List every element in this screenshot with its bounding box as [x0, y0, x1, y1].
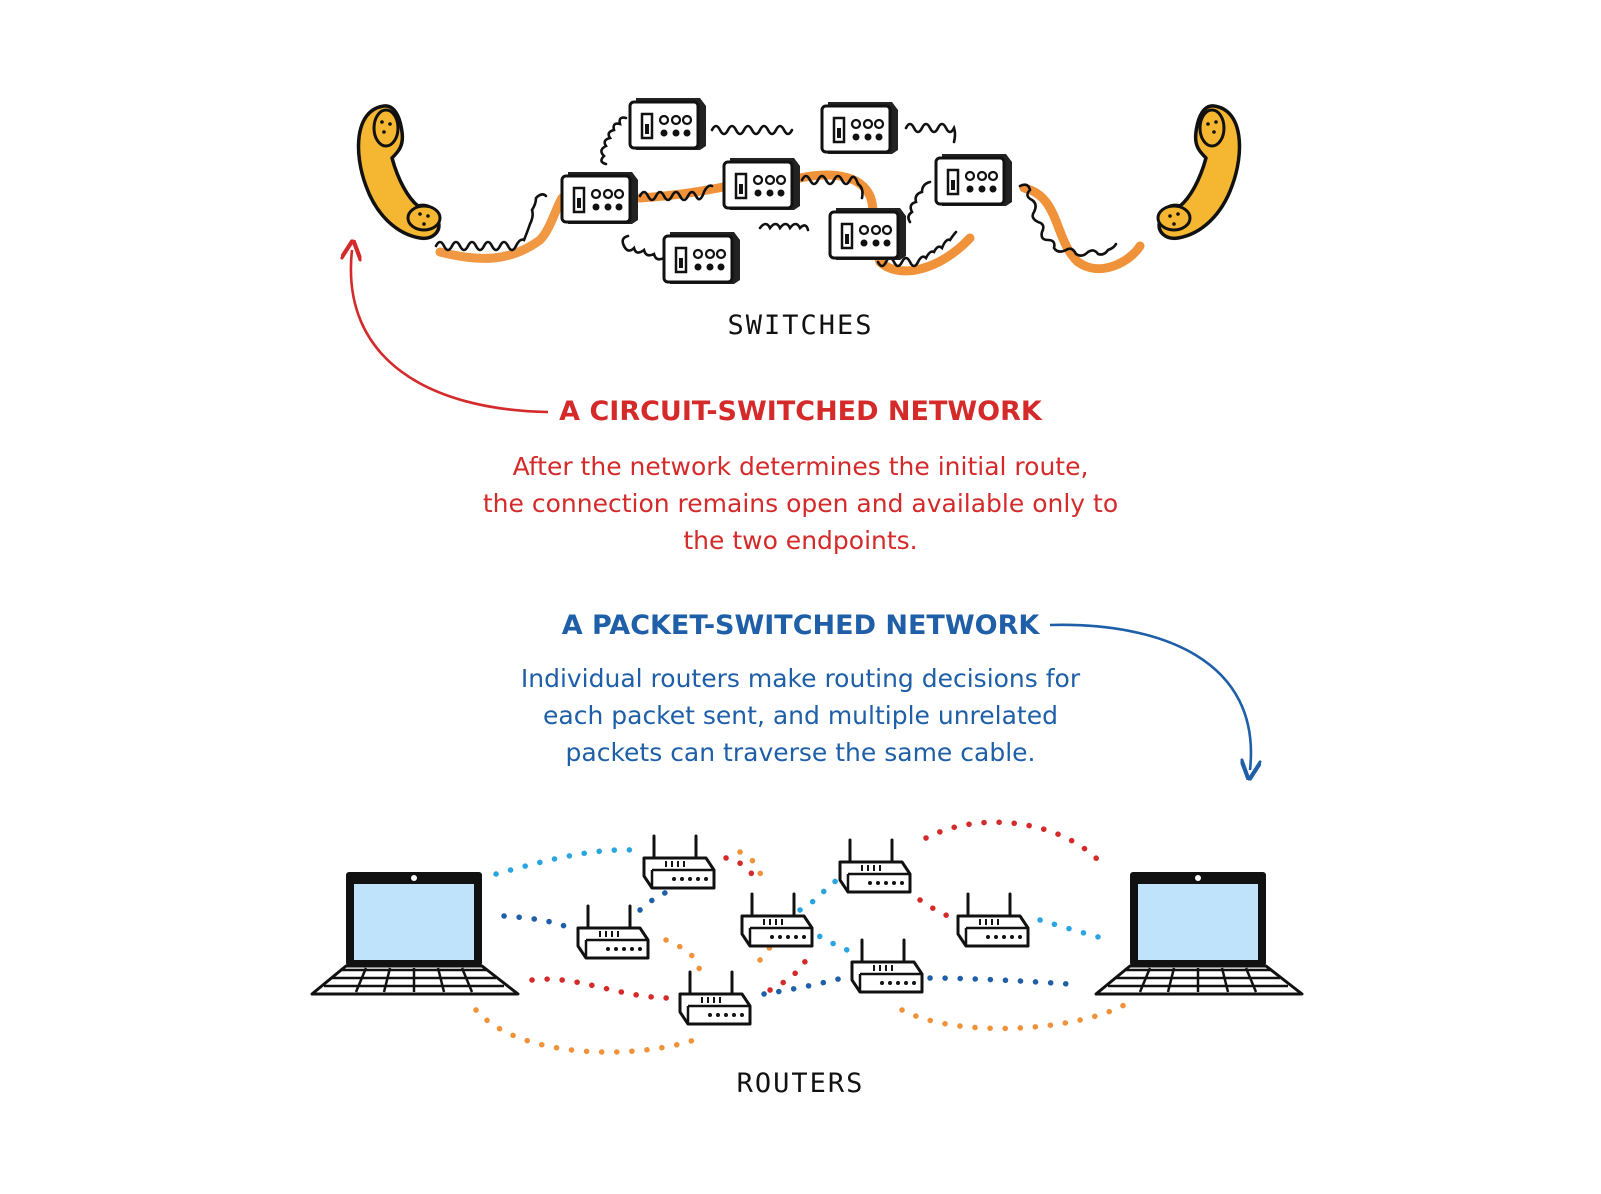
packet-description: Individual routers make routing decision…	[0, 660, 1601, 771]
routers-label: ROUTERS	[736, 1068, 865, 1099]
packet-line-1: Individual routers make routing decision…	[520, 664, 1081, 693]
phone-handset-icon	[1156, 104, 1242, 241]
laptop-icon	[310, 870, 520, 996]
laptop-icon	[1094, 870, 1304, 996]
packet-paths	[473, 819, 1129, 1055]
circuit-line-3: the two endpoints.	[683, 526, 918, 555]
arrow-icon	[351, 250, 549, 414]
circuit-line-2: the connection remains open and availabl…	[482, 489, 1119, 518]
circuit-description: After the network determines the initial…	[0, 448, 1601, 559]
circuit-heading: A CIRCUIT-SWITCHED NETWORK	[559, 396, 1042, 427]
coiled-cords	[434, 116, 1118, 268]
packet-line-3: packets can traverse the same cable.	[565, 738, 1036, 767]
packet-heading: A PACKET-SWITCHED NETWORK	[561, 610, 1040, 641]
router-icon	[576, 834, 1030, 1026]
packet-line-2: each packet sent, and multiple unrelated	[543, 701, 1058, 730]
switches-label: SWITCHES	[727, 310, 874, 341]
circuit-line-1: After the network determines the initial…	[512, 452, 1089, 481]
arrow-icon	[1049, 623, 1251, 770]
phone-handset-icon	[356, 104, 442, 241]
